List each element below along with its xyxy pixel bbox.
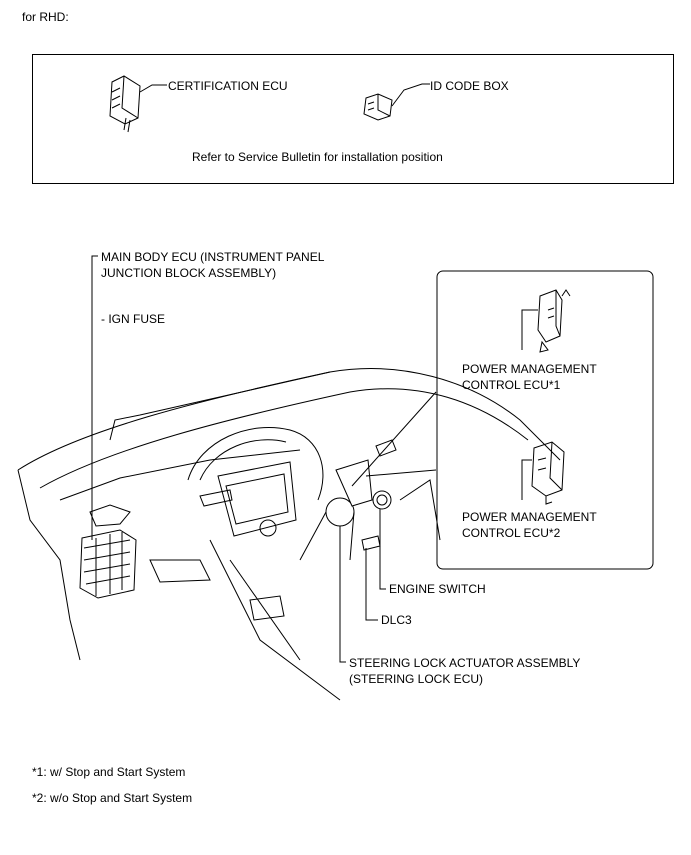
- pm-ecu2-label-line2: CONTROL ECU*2: [462, 526, 561, 540]
- dlc3-label: DLC3: [381, 613, 412, 627]
- steering-lock-label-line2: (STEERING LOCK ECU): [349, 672, 484, 686]
- footnote-2: *2: w/o Stop and Start System: [32, 791, 193, 805]
- id-code-box-icon: [363, 83, 430, 121]
- top-box-note: Refer to Service Bulletin for installati…: [192, 150, 443, 164]
- ign-fuse-label: - IGN FUSE: [101, 312, 166, 326]
- footnote-1: *1: w/ Stop and Start System: [32, 765, 186, 779]
- pm-ecu1-label-line1: POWER MANAGEMENT: [462, 362, 597, 376]
- pm-ecu1-label-line2: CONTROL ECU*1: [462, 378, 561, 392]
- inset-box: [436, 270, 654, 570]
- certification-ecu-label: CERTIFICATION ECU: [168, 79, 288, 93]
- leader-lines: [91, 255, 437, 663]
- main-body-ecu-label-line1: MAIN BODY ECU (INSTRUMENT PANEL: [101, 250, 325, 264]
- top-info-box: [32, 54, 674, 184]
- id-code-box-label: ID CODE BOX: [430, 79, 509, 93]
- steering-lock-label-line1: STEERING LOCK ACTUATOR ASSEMBLY: [349, 656, 581, 670]
- pm-ecu2-label-line1: POWER MANAGEMENT: [462, 510, 597, 524]
- pm-ecu1-icon: [521, 289, 571, 353]
- pm-ecu2-icon: [521, 441, 565, 505]
- header-note: for RHD:: [22, 10, 69, 24]
- main-body-ecu-label-line2: JUNCTION BLOCK ASSEMBLY): [101, 266, 277, 280]
- dashboard-illustration: [17, 368, 561, 701]
- engine-switch-label: ENGINE SWITCH: [389, 582, 486, 596]
- certification-ecu-icon: [109, 75, 167, 133]
